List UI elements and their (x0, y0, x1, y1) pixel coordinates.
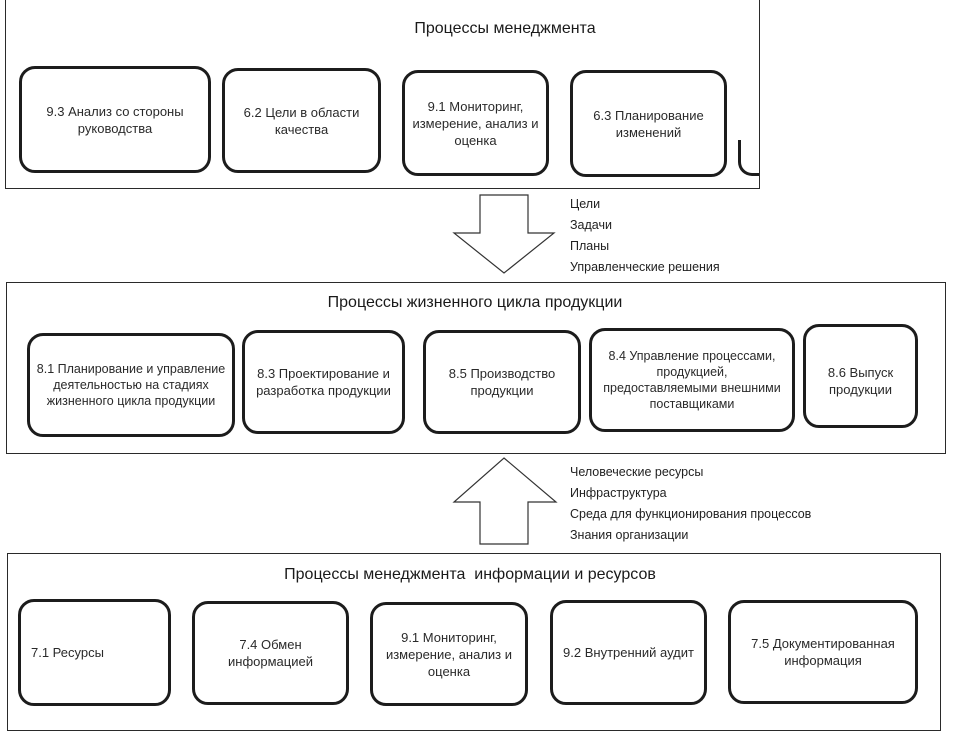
lifecycle-title: Процессы жизненного цикла продукции (327, 294, 623, 311)
management-box-monitoring: 9.1 Мониторинг, измерение, анализ и оцен… (402, 70, 549, 176)
resources-box-monitoring: 9.1 Мониторинг, измерение, анализ и оцен… (370, 602, 528, 706)
management-box-change-planning: 6.3 Планирование изменений (570, 70, 727, 177)
management-box-quality-goals: 6.2 Цели в области качества (222, 68, 381, 173)
management-box-review: 9.3 Анализ со стороны руководства (19, 66, 211, 173)
arrow-up-icon (452, 457, 558, 545)
lifecycle-box-design: 8.3 Проектирование и разработка продукци… (242, 330, 405, 434)
resources-box-resources: 7.1 Ресурсы (18, 599, 171, 706)
output-label-decisions: Управленческие решения (570, 260, 720, 274)
output-label-tasks: Задачи (570, 218, 612, 232)
lifecycle-box-external: 8.4 Управление процессами, продукцией, п… (589, 328, 795, 432)
resources-box-communication: 7.4 Обмен информацией (192, 601, 349, 705)
resources-box-audit: 9.2 Внутренний аудит (550, 600, 707, 705)
input-label-knowledge: Знания организации (570, 528, 689, 542)
lifecycle-box-planning: 8.1 Планирование и управление деятельнос… (27, 333, 235, 437)
lifecycle-box-release: 8.6 Выпуск продукции (803, 324, 918, 428)
input-label-human: Человеческие ресурсы (570, 465, 704, 479)
output-label-plans: Планы (570, 239, 610, 253)
resources-inputs-list: Человеческие ресурсы Инфраструктура Сред… (570, 462, 811, 546)
management-box-partial (738, 140, 759, 176)
arrow-down-icon (452, 194, 556, 274)
management-outputs-list: Цели Задачи Планы Управленческие решения (570, 194, 720, 278)
resources-box-documented-info: 7.5 Документированная информация (728, 600, 918, 704)
input-label-environment: Среда для функционирования процессов (570, 507, 812, 521)
lifecycle-box-production: 8.5 Производство продукции (423, 330, 581, 434)
management-title: Процессы менеджмента (414, 20, 596, 37)
resources-title: Процессы менеджмента информации и ресурс… (284, 566, 656, 583)
output-label-goals: Цели (570, 197, 601, 211)
input-label-infrastructure: Инфраструктура (570, 486, 667, 500)
